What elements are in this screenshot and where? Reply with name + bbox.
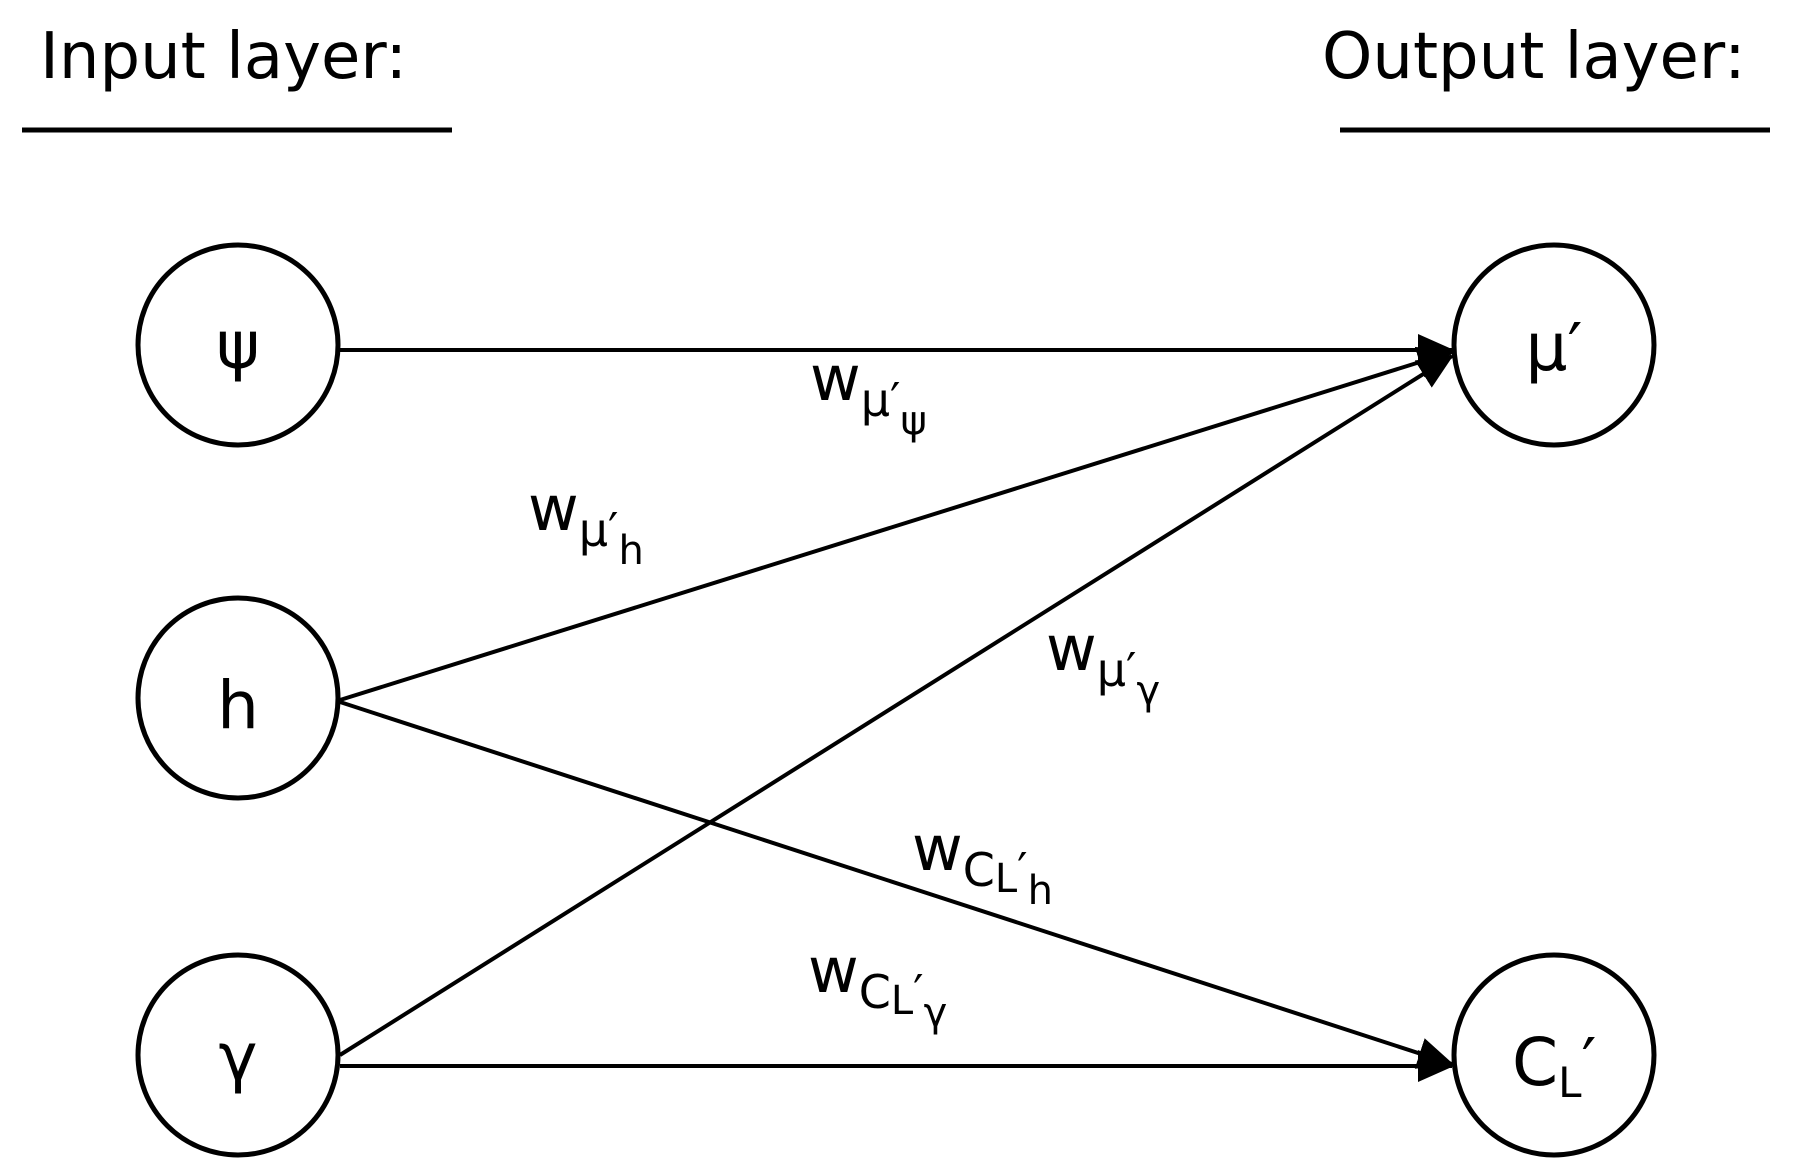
weight-cl-gamma-sub: γ [924, 990, 948, 1036]
weight-cl-gamma-main-sub: L [891, 978, 914, 1024]
node-psi: ψ [135, 242, 341, 448]
edge-gamma-to-mu [338, 354, 1454, 1057]
node-h: h [135, 595, 341, 801]
edge-h-to-mu [339, 346, 1454, 702]
weight-mu-gamma-sub: γ [1136, 668, 1160, 714]
weight-mu-psi-sub: ψ [900, 398, 926, 444]
weight-mu-psi-main: μ′ [861, 373, 901, 427]
node-psi-label: ψ [216, 307, 260, 384]
output-layer-header: Output layer: [1322, 20, 1746, 94]
node-mu-prime: μ′ [1451, 242, 1657, 448]
weight-cl-gamma-main: C [859, 965, 891, 1019]
weight-mu-psi-label: wμ′ψ [810, 342, 927, 444]
weight-cl-h-label: wCL′h [912, 812, 1053, 914]
weight-cl-h-prime: ′ [1017, 843, 1027, 897]
node-mu-prime-label: μ′ [1526, 309, 1583, 386]
node-cl-prime-sub: L [1558, 1058, 1582, 1107]
weight-mu-gamma-w: w [1046, 612, 1097, 685]
node-cl-prime-prime: ′ [1582, 1024, 1597, 1101]
weight-mu-h-main: μ′ [579, 503, 619, 557]
input-layer-header: Input layer: [40, 20, 407, 94]
weight-cl-h-w: w [912, 812, 963, 885]
node-cl-prime-main: C [1512, 1024, 1558, 1101]
weight-mu-h-sub: h [618, 528, 643, 574]
node-gamma-label: γ [218, 1019, 257, 1096]
node-h-label: h [217, 667, 259, 744]
weight-cl-h-sub: h [1028, 868, 1053, 914]
weight-mu-gamma-main: μ′ [1097, 643, 1137, 697]
node-gamma: γ [135, 952, 341, 1158]
weight-mu-gamma-label: wμ′γ [1046, 612, 1160, 714]
weight-cl-h-main-sub: L [995, 856, 1018, 902]
node-cl-prime-label: CL′ [1512, 1024, 1597, 1107]
weight-cl-gamma-prime: ′ [913, 965, 923, 1019]
edge-h-to-cl [339, 700, 1454, 1069]
weight-cl-gamma-w: w [808, 934, 859, 1007]
weight-mu-h-w: w [528, 472, 579, 545]
weight-mu-psi-w: w [810, 342, 861, 415]
weight-cl-gamma-label: wCL′γ [808, 934, 947, 1036]
weight-cl-h-main: C [963, 843, 995, 897]
weight-mu-h-label: wμ′h [528, 472, 644, 574]
node-cl-prime: CL′ [1451, 952, 1657, 1158]
